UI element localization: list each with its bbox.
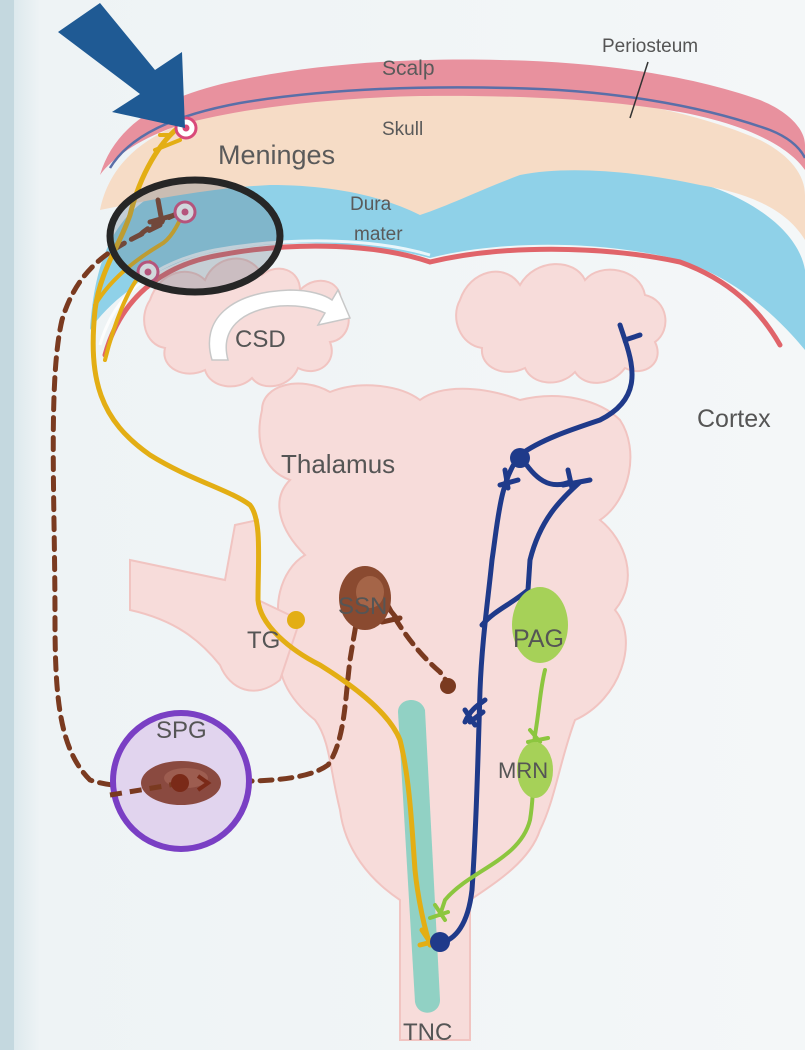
brown-soma-ssn-target	[440, 678, 456, 694]
label-csd: CSD	[235, 326, 286, 353]
label-scalp: Scalp	[382, 57, 435, 80]
label-dura-line2: mater	[354, 224, 403, 245]
label-ssn: SSN	[338, 593, 387, 620]
spg-soma	[171, 774, 189, 792]
label-cortex: Cortex	[697, 405, 771, 433]
label-tnc: TNC	[403, 1019, 452, 1046]
blue-soma-tnc	[430, 932, 450, 952]
label-periosteum: Periosteum	[602, 36, 698, 57]
label-meninges: Meninges	[218, 140, 335, 170]
highlight-arrow-icon	[58, 3, 185, 128]
label-skull: Skull	[382, 119, 423, 140]
tg-ganglion	[287, 611, 305, 629]
label-pag: PAG	[513, 625, 564, 653]
cortex-folds-right	[456, 264, 665, 383]
label-dura-line1: Dura	[350, 194, 392, 215]
left-panel-strip	[0, 0, 14, 1050]
cerebellum	[130, 520, 300, 691]
blue-soma-cortex	[510, 448, 530, 468]
label-mrn: MRN	[498, 758, 548, 783]
brain	[130, 259, 665, 1040]
label-thalamus: Thalamus	[281, 449, 395, 479]
label-tg: TG	[247, 627, 280, 654]
label-spg: SPG	[156, 717, 207, 744]
meninges-highlight-ellipse	[110, 180, 280, 292]
